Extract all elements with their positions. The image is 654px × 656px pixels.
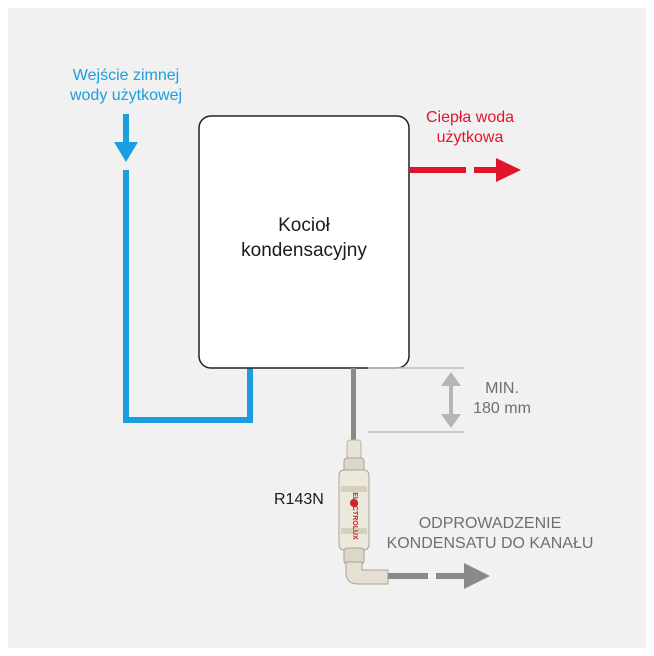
device-model-label: R143N <box>274 491 324 508</box>
condensate-outlet-arrow <box>388 563 490 589</box>
hot-water-outlet-label: Ciepła woda użytkowa <box>398 108 542 148</box>
boiler-label-line2: kondensacyjny <box>241 240 367 261</box>
neutralizer-device <box>338 439 389 585</box>
condensate-drain-label: ODPROWADZENIE KONDENSATU DO KANAŁU <box>378 514 602 554</box>
boiler-label-line1: Kocioł <box>278 215 330 236</box>
hot-water-outlet-arrow <box>410 158 521 182</box>
boiler-box <box>198 115 410 369</box>
cold-water-pipe <box>123 170 253 423</box>
min-distance-line2: 180 mm <box>473 400 531 417</box>
boiler-label: Kocioł kondensacyjny <box>199 213 409 263</box>
min-distance-line1: MIN. <box>485 380 519 397</box>
hot-water-outlet-line1: Ciepła woda <box>425 109 515 126</box>
cold-water-inlet-label: Wejście zimnej wody użytkowej <box>44 66 208 106</box>
cold-water-inlet-line2: wody użytkowej <box>69 87 183 104</box>
min-distance-label: MIN. 180 mm <box>462 379 542 419</box>
hot-water-outlet-line2: użytkowa <box>436 129 504 146</box>
condensate-drain-line2: KONDENSATU DO KANAŁU <box>386 535 594 552</box>
cold-water-inlet-line1: Wejście zimnej <box>72 67 180 84</box>
min-distance-marker <box>368 367 464 433</box>
cold-water-inlet-arrow <box>114 114 138 162</box>
condensate-pipe <box>351 368 356 444</box>
device-brand-label: ELECTROLUX <box>351 492 358 540</box>
condensate-drain-line1: ODPROWADZENIE <box>418 515 562 532</box>
